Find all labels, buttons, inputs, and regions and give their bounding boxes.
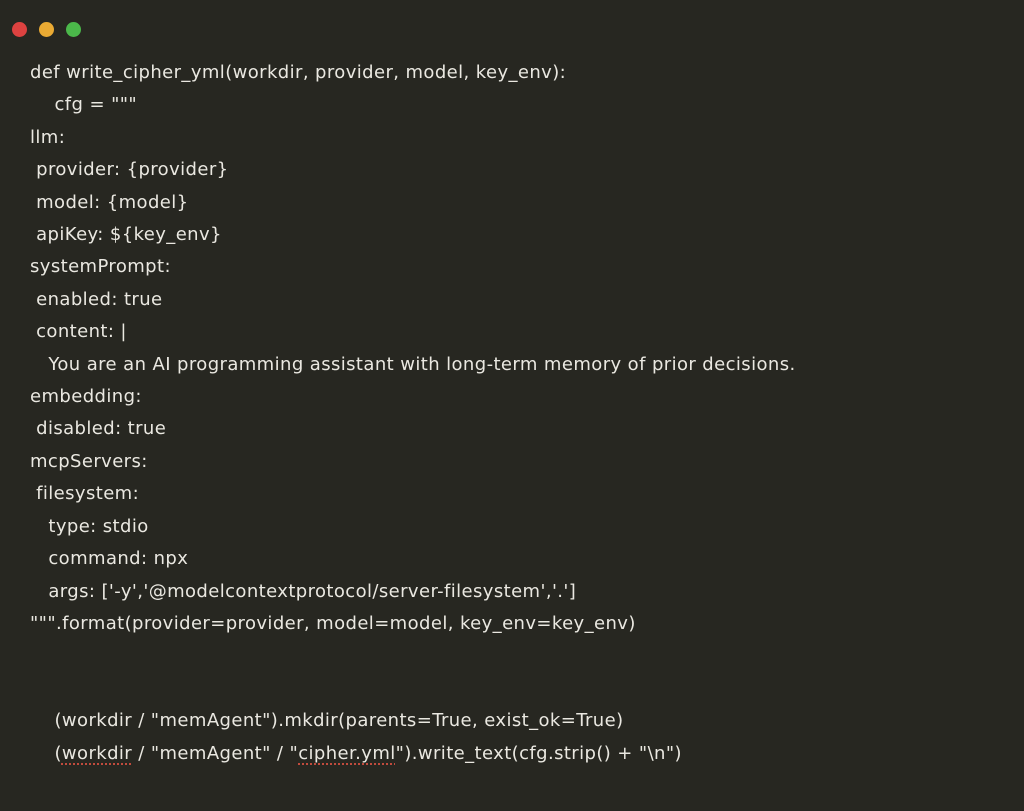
titlebar <box>0 0 1024 37</box>
code-text: apiKey: ${key_env} <box>30 224 222 246</box>
code-line: """.format(provider=provider, model=mode… <box>30 608 1004 640</box>
code-line: llm: <box>30 122 1004 154</box>
code-text: llm: <box>30 126 66 148</box>
code-line: (workdir / "memAgent" / "cipher.yml").wr… <box>30 738 1004 770</box>
code-text: command: npx <box>30 548 189 570</box>
misspelled-token: workdir <box>61 742 133 764</box>
code-line: You are an AI programming assistant with… <box>30 349 1004 381</box>
code-line <box>30 673 1004 705</box>
code-text: mcpServers: <box>30 450 148 472</box>
code-text: systemPrompt: <box>30 256 171 278</box>
code-text: args: ['-y','@modelcontextprotocol/serve… <box>30 580 577 602</box>
code-text: model: {model} <box>30 191 189 213</box>
code-line: model: {model} <box>30 187 1004 219</box>
code-line: def write_cipher_yml(workdir, provider, … <box>30 57 1004 89</box>
code-line: systemPrompt: <box>30 251 1004 283</box>
code-text: content: | <box>30 321 127 343</box>
minimize-button[interactable] <box>39 22 54 37</box>
code-line: (workdir / "memAgent").mkdir(parents=Tru… <box>30 705 1004 737</box>
code-line <box>30 640 1004 672</box>
code-line: args: ['-y','@modelcontextprotocol/serve… <box>30 576 1004 608</box>
code-text: / "memAgent" / " <box>132 742 299 764</box>
code-text: type: stdio <box>30 515 149 537</box>
code-line: enabled: true <box>30 284 1004 316</box>
code-line: apiKey: ${key_env} <box>30 219 1004 251</box>
maximize-button[interactable] <box>66 22 81 37</box>
code-text: """.format(provider=provider, model=mode… <box>30 612 636 634</box>
code-text: cfg = """ <box>30 94 138 116</box>
code-text: ( <box>30 742 62 764</box>
code-text: provider: {provider} <box>30 159 229 181</box>
code-text: def write_cipher_yml(workdir, provider, … <box>30 62 567 83</box>
code-text: enabled: true <box>30 288 163 310</box>
code-text: You are an AI programming assistant with… <box>30 353 796 375</box>
code-line: disabled: true <box>30 413 1004 445</box>
code-line: filesystem: <box>30 478 1004 510</box>
code-text: embedding: <box>30 386 142 408</box>
code-line: embedding: <box>30 381 1004 413</box>
misspelled-token: cipher.yml <box>298 742 396 764</box>
close-button[interactable] <box>12 22 27 37</box>
code-line: provider: {provider} <box>30 154 1004 186</box>
code-editor[interactable]: def write_cipher_yml(workdir, provider, … <box>0 57 1024 770</box>
code-line: mcpServers: <box>30 446 1004 478</box>
code-line: command: npx <box>30 543 1004 575</box>
code-line: cfg = """ <box>30 89 1004 121</box>
code-text: filesystem: <box>30 483 140 505</box>
code-line: content: | <box>30 316 1004 348</box>
code-text: (workdir / "memAgent").mkdir(parents=Tru… <box>30 710 624 732</box>
code-line: type: stdio <box>30 511 1004 543</box>
code-text: disabled: true <box>30 418 167 440</box>
code-text: ").write_text(cfg.strip() + "\n") <box>395 742 682 764</box>
